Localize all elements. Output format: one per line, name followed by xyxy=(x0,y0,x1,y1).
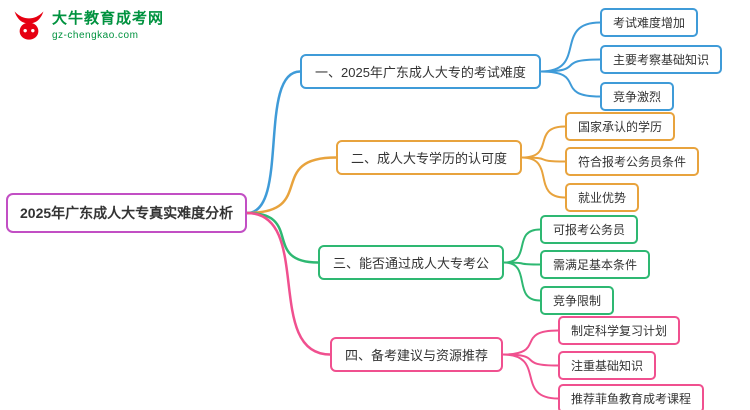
bull-icon xyxy=(14,11,44,40)
leaf-node: 国家承认的学历 xyxy=(565,112,676,141)
branch-node-civil-service: 三、能否通过成人大专考公 xyxy=(318,245,505,280)
leaf-node: 竞争限制 xyxy=(540,286,615,315)
branch-node-recognition: 二、成人大专学历的认可度 xyxy=(336,140,523,175)
branch-node-prep-advice: 四、备考建议与资源推荐 xyxy=(330,337,504,372)
leaf-node: 注重基础知识 xyxy=(558,351,657,380)
leaf-node: 竞争激烈 xyxy=(600,82,675,111)
leaf-node: 就业优势 xyxy=(565,183,640,212)
logo-text: 大牛教育成考网 gz-chengkao.com xyxy=(52,10,164,41)
root-node: 2025年广东成人大专真实难度分析 xyxy=(6,193,248,233)
leaf-node: 考试难度增加 xyxy=(600,8,699,37)
leaf-node: 制定科学复习计划 xyxy=(558,316,681,345)
leaf-node: 符合报考公务员条件 xyxy=(565,147,700,176)
logo-title: 大牛教育成考网 xyxy=(52,10,165,27)
branch-node-exam-difficulty: 一、2025年广东成人大专的考试难度 xyxy=(300,54,541,89)
logo-subtitle: gz-chengkao.com xyxy=(52,30,139,41)
leaf-node: 推荐菲鱼教育成考课程 xyxy=(558,384,705,410)
leaf-node: 主要考察基础知识 xyxy=(600,45,723,74)
leaf-node: 可报考公务员 xyxy=(540,215,639,244)
site-logo: 大牛教育成考网 gz-chengkao.com xyxy=(12,10,164,42)
leaf-node: 需满足基本条件 xyxy=(540,250,651,279)
